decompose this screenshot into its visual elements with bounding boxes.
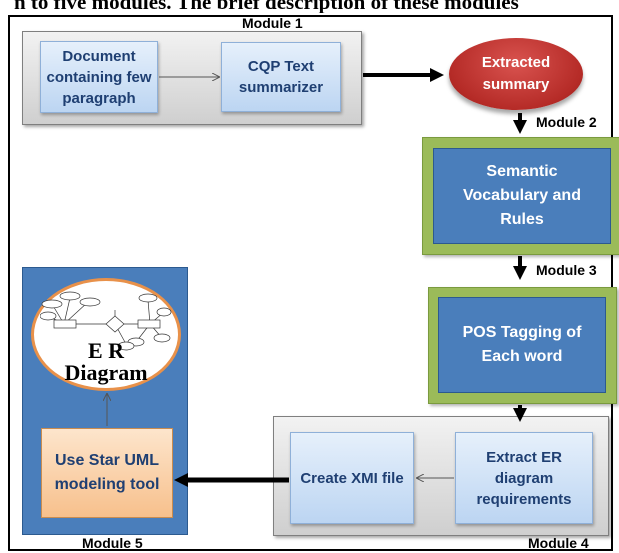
document-node: Document containing few paragraph (40, 41, 158, 113)
er-diagram-thumbnail (40, 291, 172, 351)
star-uml-node: Use Star UML modeling tool (41, 428, 173, 518)
pos-tagging-node: POS Tagging of Each word (438, 297, 606, 393)
diagram-frame (8, 15, 613, 551)
cqp-summarizer-node: CQP Text summarizer (221, 42, 341, 112)
module-2-label: Module 2 (536, 114, 597, 130)
module-4-label: Module 4 (528, 535, 589, 551)
top-text-cutoff: n to five modules. The brief description… (14, 0, 519, 13)
module-5-label: Module 5 (82, 535, 143, 551)
er-diagram-title-line-2: Diagram (64, 360, 148, 385)
extract-er-requirements-node: Extract ER diagram requirements (455, 432, 593, 524)
module-3-label: Module 3 (536, 262, 597, 278)
extracted-summary-node: Extracted summary (449, 38, 583, 110)
er-diagram-title-line-1: E R (87, 338, 125, 363)
module-1-label: Module 1 (242, 15, 303, 31)
create-xmi-node: Create XMI file (290, 432, 414, 524)
semantic-vocabulary-node: Semantic Vocabulary and Rules (433, 148, 611, 244)
